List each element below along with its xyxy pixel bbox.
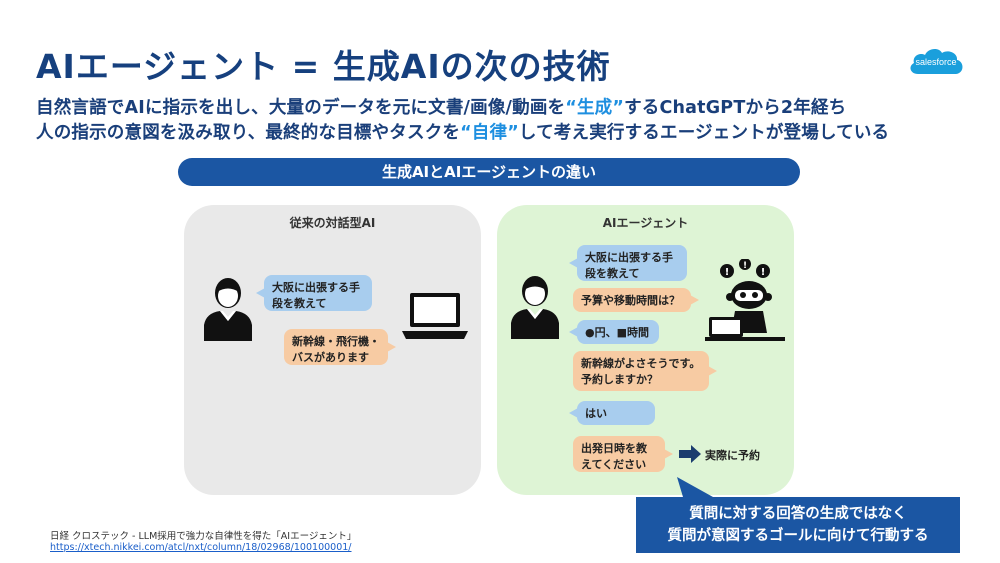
slide-title: AIエージェント = 生成AIの次の技術 — [36, 47, 611, 86]
subtitle-line-1: 自然言語でAIに指示を出し、大量のデータを元に文書/画像/動画を“生成”するCh… — [36, 94, 846, 119]
callout-pointer — [677, 477, 713, 497]
svg-text:!: ! — [743, 261, 747, 271]
person-icon — [204, 278, 252, 341]
source-citation: 日経 クロステック - LLM採用で強力な自律性を得た「AIエージェント」 — [50, 531, 357, 542]
agent-question-bubble: 出発日時を教えてください — [573, 436, 673, 472]
svg-text:!: ! — [761, 267, 766, 278]
person-icon — [511, 276, 559, 339]
agent-question-bubble: 予算や移動時間は？ — [573, 288, 699, 312]
action-label: 実際に予約 — [705, 449, 760, 462]
user-message-bubble: はい — [569, 401, 655, 425]
subtitle-2-text: 人の指示の意図を汲み取り、最終的な目標やタスクを — [36, 123, 461, 143]
agent-question-bubble: 新幹線がよさそうです。予約しますか？ — [573, 351, 717, 391]
ai-agent-panel: AIエージェント ! ! ! 大阪に出張する手段を教えて 予算や移動時間は？ ●… — [497, 205, 794, 497]
svg-text:!: ! — [725, 267, 730, 278]
salesforce-logo: salesforce — [906, 44, 966, 82]
callout-line-2: 質問が意図するゴールに向けて行動する — [667, 528, 929, 544]
user-message-bubble: ●円、■時間 — [569, 320, 659, 344]
subtitle-1-text: 自然言語でAIに指示を出し、大量のデータを元に文書/画像/動画を — [36, 98, 566, 118]
subtitle-2-highlight: “自律” — [460, 123, 519, 143]
robot-icon: ! ! ! — [705, 259, 785, 341]
panel-title-agent: AIエージェント — [602, 216, 689, 230]
comparison-banner: 生成AIとAIエージェントの違い — [178, 158, 800, 186]
arrow-right-icon — [679, 445, 701, 463]
logo-text: salesforce — [915, 57, 957, 67]
user-message-bubble: 大阪に出張する手段を教えて — [569, 245, 687, 281]
ai-response-bubble: 新幹線・飛行機・バスがあります — [284, 329, 396, 365]
laptop-icon — [402, 293, 468, 339]
subtitle-line-2: 人の指示の意図を汲み取り、最終的な目標やタスクを“自律”して考え実行するエージェ… — [36, 119, 889, 144]
callout-line-1: 質問に対する回答の生成ではなく — [689, 506, 907, 522]
panel-title-conventional: 従来の対話型AI — [289, 216, 376, 230]
conventional-ai-panel: 従来の対話型AI 大阪に出張する手段を教えて 新幹線・飛行機・バスがあります — [184, 205, 481, 495]
user-message-bubble: 大阪に出張する手段を教えて — [256, 275, 372, 311]
key-message-callout: 質問に対する回答の生成ではなく 質問が意図するゴールに向けて行動する — [636, 497, 960, 553]
source-link[interactable]: https://xtech.nikkei.com/atcl/nxt/column… — [50, 542, 352, 553]
subtitle-2-text-end: して考え実行するエージェントが登場している — [518, 123, 890, 143]
subtitle-1-highlight: “生成” — [565, 98, 625, 118]
subtitle-1-text-end: するChatGPTから2年経ち — [624, 98, 847, 118]
